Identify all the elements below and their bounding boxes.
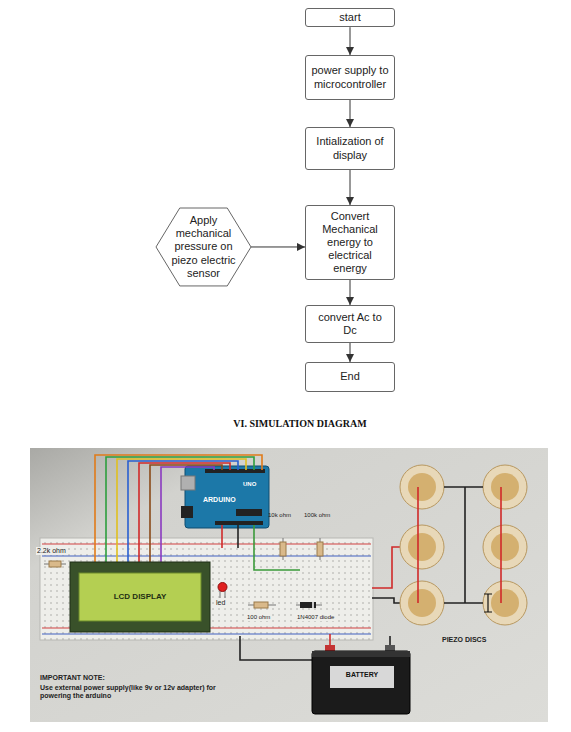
diode-band (312, 602, 314, 608)
text-cursor (484, 594, 492, 612)
lcd-wire (95, 455, 262, 562)
terminal-box: start (305, 8, 395, 27)
piezo-element (408, 473, 436, 501)
battery-wire (389, 636, 391, 646)
node-text: Apply mechanical pressure on piezo elect… (170, 214, 237, 280)
piezo-element (408, 533, 436, 561)
lcd-frame (70, 562, 210, 632)
battery-top (312, 651, 410, 657)
photo-ground (30, 448, 548, 722)
piezo-disc (400, 465, 444, 509)
jumper-wire (221, 525, 223, 548)
led-symbol (218, 583, 227, 592)
node-text: Convert Mechanical energy to electrical … (310, 210, 390, 276)
resistor-symbol (280, 542, 286, 556)
power-jack (181, 506, 193, 518)
breadboard-holes (40, 538, 373, 640)
lcd-wire (139, 463, 230, 562)
jumper-wire (254, 525, 300, 570)
process-box: Intialization of display (305, 127, 395, 170)
battery-wire (240, 636, 312, 660)
diode-symbol (300, 602, 316, 608)
piezo-element (491, 473, 519, 501)
piezo-disc (483, 581, 527, 625)
note-text: Use external power supply(like 9v or 12v… (40, 684, 245, 700)
component-label: led (215, 599, 226, 607)
ground-rail (42, 634, 371, 635)
flow-arrow (350, 100, 351, 127)
terminal-box: End (305, 362, 395, 392)
process-box: power supply to microcontroller (305, 55, 395, 100)
process-box: convert Ac to Dc (305, 305, 395, 343)
board-model: UNO (243, 481, 256, 488)
lcd-wire (150, 465, 222, 562)
process-box: Convert Mechanical energy to electrical … (305, 205, 395, 280)
resistor-symbol (254, 602, 268, 608)
arduino-board (185, 466, 269, 528)
resistor-symbol (49, 561, 61, 567)
pin-header (215, 521, 263, 525)
piezo-disc (400, 525, 444, 569)
piezo-wire (444, 487, 483, 603)
flow-arrow (350, 27, 351, 55)
section-heading: VI. SIMULATION DIAGRAM (190, 418, 410, 429)
flow-arrow (350, 280, 351, 305)
component-label: 100 ohm (246, 614, 271, 621)
lcd-screen (79, 573, 201, 621)
flow-arrow (350, 170, 351, 205)
jumper-wire (237, 525, 239, 548)
input-hexagon: Apply mechanical pressure on piezo elect… (156, 208, 251, 286)
node-text: convert Ac to Dc (310, 311, 390, 337)
node-text: End (340, 370, 360, 383)
lcd-wire (128, 461, 238, 562)
piezo-disc (400, 581, 444, 625)
piezo-disc (483, 465, 527, 509)
chip (236, 509, 262, 516)
piezo-element (491, 533, 519, 561)
piezo-wire (418, 487, 501, 603)
lcd-wire (117, 459, 246, 562)
breadboard (40, 538, 373, 640)
node-text: Intialization of display (310, 135, 390, 161)
component-label: LCD DISPLAY (79, 592, 201, 601)
node-text: power supply to microcontroller (310, 64, 390, 90)
battery-body (312, 651, 410, 714)
piezo-wire (372, 598, 400, 603)
piezo-disc (483, 525, 527, 569)
flow-arrow (251, 246, 305, 247)
usb-port (181, 476, 195, 490)
component-label: 100k ohm (304, 512, 330, 519)
lcd-wire (161, 467, 214, 562)
component-label: BATTERY (330, 671, 394, 679)
hexagon-shape (156, 208, 251, 286)
component-label: 2.2k ohm (36, 547, 67, 555)
resistor-symbol (317, 542, 323, 556)
board-name: ARDUINO (203, 496, 236, 504)
component-label: 10k ohm (268, 512, 291, 519)
piezo-element (408, 589, 436, 617)
component-label: PIEZO DISCS (442, 636, 486, 644)
battery-wire (329, 634, 331, 646)
note-heading: IMPORTANT NOTE: (40, 674, 105, 682)
node-text: start (339, 11, 360, 24)
lcd-wire (106, 457, 254, 562)
component-label: 1N4007 diode (296, 614, 335, 621)
piezo-element (491, 589, 519, 617)
battery-plate (330, 666, 394, 688)
flow-arrow (350, 343, 351, 362)
piezo-wire (372, 547, 400, 588)
